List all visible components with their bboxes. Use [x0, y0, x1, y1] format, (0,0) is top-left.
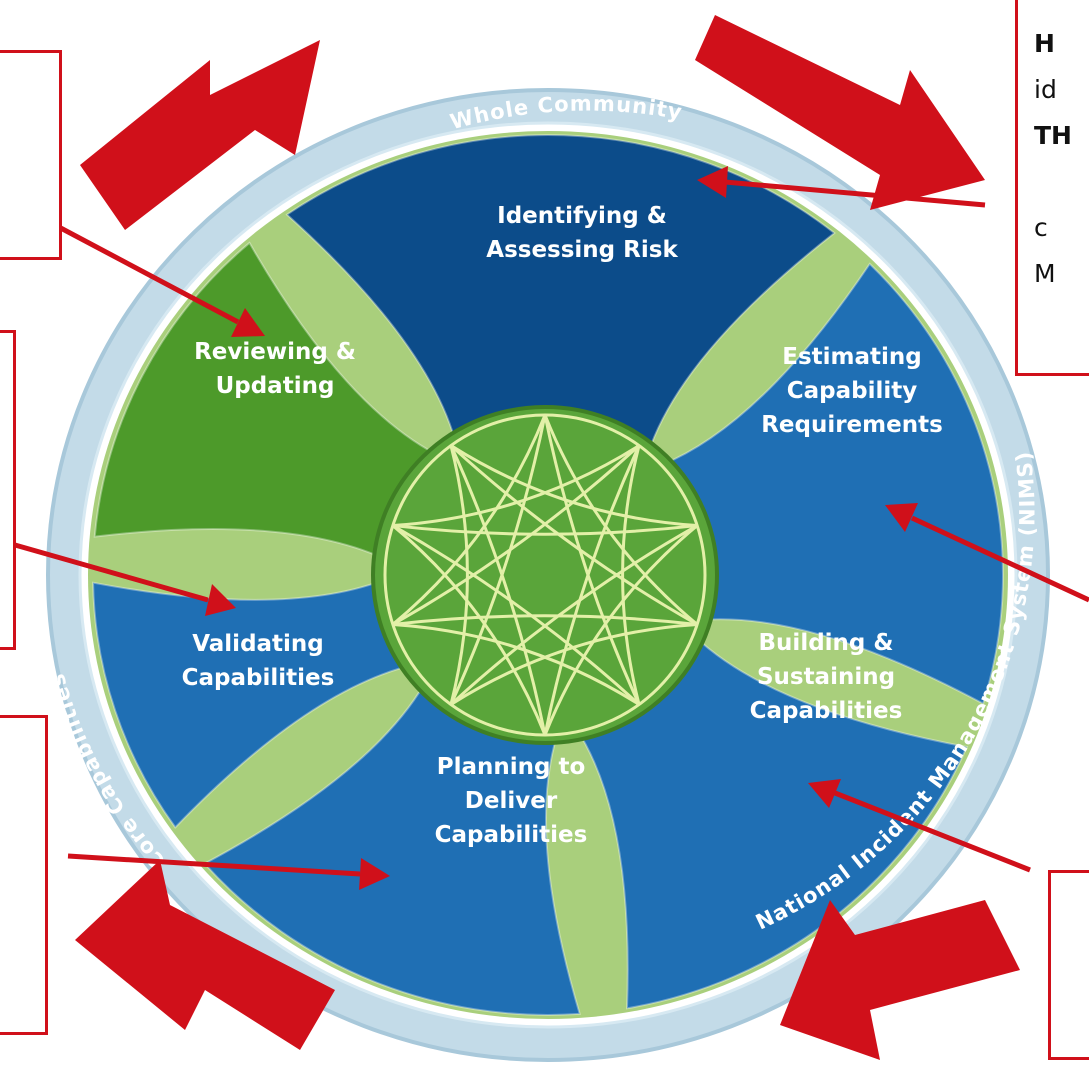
callout-line: H — [1034, 29, 1055, 58]
segment-planning-to-deliver-capabilities-label-line: Capabilities — [435, 822, 588, 848]
hub-mesh-curve — [392, 524, 698, 536]
pointer-arrowhead-to-planning — [359, 858, 390, 890]
hub-mesh-curve — [392, 524, 641, 706]
pointer-arrow-to-validating — [14, 542, 209, 603]
hub-globe — [371, 405, 719, 745]
callout-line — [1034, 159, 1072, 205]
hub-mesh — [383, 413, 707, 737]
segment-building-sustaining-capabilities-label-line: Capabilities — [750, 698, 903, 724]
segment-reviewing-updating-label: Reviewing & Updating — [194, 339, 356, 399]
cycle-arrow-top-left — [80, 40, 320, 230]
segment-building-sustaining-capabilities-label-line: Sustaining — [757, 664, 895, 690]
segment-estimating-capability-requirements-label-line: Estimating — [782, 344, 921, 370]
hub-disc — [371, 405, 719, 745]
pointer-arrow-to-building — [834, 790, 1031, 873]
hub-mesh-curve — [621, 445, 641, 705]
hub-mesh-curve — [450, 622, 698, 706]
pointer-arrowhead-to-identifying — [697, 166, 728, 198]
pointer-arrow-to-estimating — [910, 515, 1089, 603]
callout-line: M — [1034, 259, 1056, 288]
segment-estimating-capability-requirements-label-line: Capability — [787, 378, 918, 404]
hub-mesh-curve — [450, 444, 698, 528]
pointer-arrowhead-to-reviewing — [231, 308, 265, 337]
cycle-arrow-top-right — [695, 15, 985, 210]
segment-validating-capabilities-label-line: Validating — [192, 631, 324, 657]
pointer-arrowhead-to-validating — [205, 584, 236, 616]
segment-identifying-assessing-risk-label-line: Assessing Risk — [486, 237, 678, 263]
callout-box-bottom-right — [1048, 870, 1089, 1060]
hub-mesh-curve — [449, 444, 547, 736]
segment-planning-to-deliver-capabilities-label-line: Planning to — [437, 754, 586, 780]
hub-mesh-curve — [543, 414, 699, 626]
pointer-arrow-to-identifying — [724, 179, 986, 208]
hub-mesh-curve — [392, 444, 640, 528]
cycle-arrow-bottom-left — [75, 860, 335, 1050]
hub-mesh-curve — [392, 614, 698, 626]
segments-layer — [92, 134, 1004, 1016]
callout-line: c — [1034, 213, 1048, 242]
segment-estimating-capability-requirements-label-line: Requirements — [761, 412, 943, 438]
pointer-arrowhead-to-building — [808, 779, 841, 808]
hub-mesh-curve — [391, 524, 547, 736]
pointer-arrowhead-to-estimating — [885, 503, 918, 532]
pointer-arrow-to-planning — [67, 853, 361, 877]
pointer-arrow-to-reviewing — [53, 222, 240, 325]
callout-box-bottom-left — [0, 715, 48, 1035]
hub-mesh-curve — [391, 414, 547, 626]
callout-line: id — [1034, 75, 1057, 104]
segment-reviewing-updating-label-line: Reviewing & — [194, 339, 356, 365]
segment-reviewing-updating-label-line: Updating — [216, 373, 335, 399]
cycle-arrow-bottom-right — [780, 900, 1020, 1060]
callout-box-left — [0, 330, 16, 650]
hub-mesh-curve — [449, 445, 469, 705]
segment-building-sustaining-capabilities-label-line: Building & — [759, 630, 894, 656]
segment-planning-to-deliver-capabilities-label-line: Deliver — [465, 788, 558, 814]
pointer-arrows — [14, 166, 1089, 890]
hub-mesh-curve — [392, 444, 641, 626]
hub-mesh-curve — [543, 414, 641, 706]
callout-line: TH — [1034, 121, 1072, 150]
hub-mesh-curve — [449, 444, 698, 626]
hub-mesh-ring — [383, 413, 707, 737]
cycle-arrows — [75, 15, 1020, 1060]
segment-identifying-assessing-risk-label-line: Identifying & — [497, 203, 667, 229]
segment-identifying-assessing-risk-label: Identifying & Assessing Risk — [486, 203, 678, 263]
hub-mesh-curve — [543, 524, 699, 736]
hub-mesh-curve — [449, 524, 698, 706]
callout-box-top-left — [0, 50, 62, 260]
hub-mesh-curve — [543, 444, 641, 736]
hub-mesh-curve — [449, 414, 547, 706]
segment-validating-capabilities-label-line: Capabilities — [182, 665, 335, 691]
hub-mesh-curve — [392, 622, 640, 706]
